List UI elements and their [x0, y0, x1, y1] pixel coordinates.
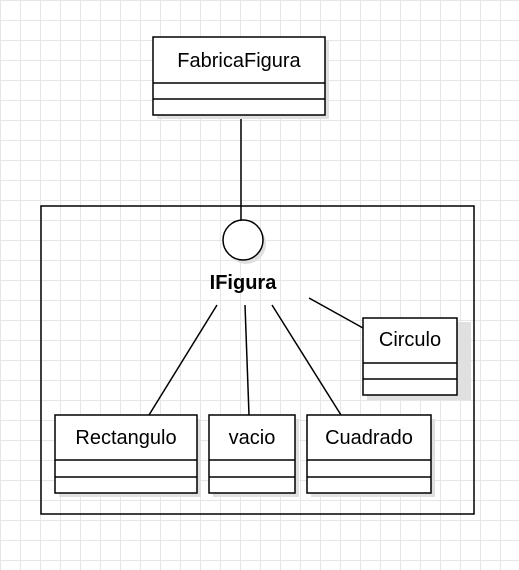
class-cuadrado[interactable]: Cuadrado — [306, 414, 435, 497]
class-name: FabricaFigura — [177, 50, 301, 72]
interface-label: IFigura — [210, 272, 278, 294]
class-circulo[interactable]: Circulo — [362, 317, 471, 400]
connector-interface-cuadrado — [271, 304, 342, 416]
connector-interface-rectangulo — [148, 304, 218, 416]
class-vacio[interactable]: vacio — [208, 414, 299, 497]
component-frame[interactable] — [40, 205, 475, 515]
class-name: vacio — [229, 427, 276, 449]
class-name: Cuadrado — [325, 427, 413, 449]
connector-interface-circulo — [308, 297, 364, 329]
connector-interface-vacio — [244, 304, 250, 416]
class-name: Circulo — [379, 329, 441, 351]
class-rectangulo[interactable]: Rectangulo — [54, 414, 201, 497]
class-name: Rectangulo — [75, 427, 176, 449]
class-box — [362, 317, 458, 396]
class-box — [152, 36, 326, 116]
class-box — [54, 414, 198, 494]
class-box — [208, 414, 296, 494]
class-fabricafigura[interactable]: FabricaFigura — [152, 36, 329, 119]
interface-circle — [222, 219, 264, 261]
class-box — [306, 414, 432, 494]
interface-ifigura[interactable]: IFigura — [210, 219, 278, 294]
